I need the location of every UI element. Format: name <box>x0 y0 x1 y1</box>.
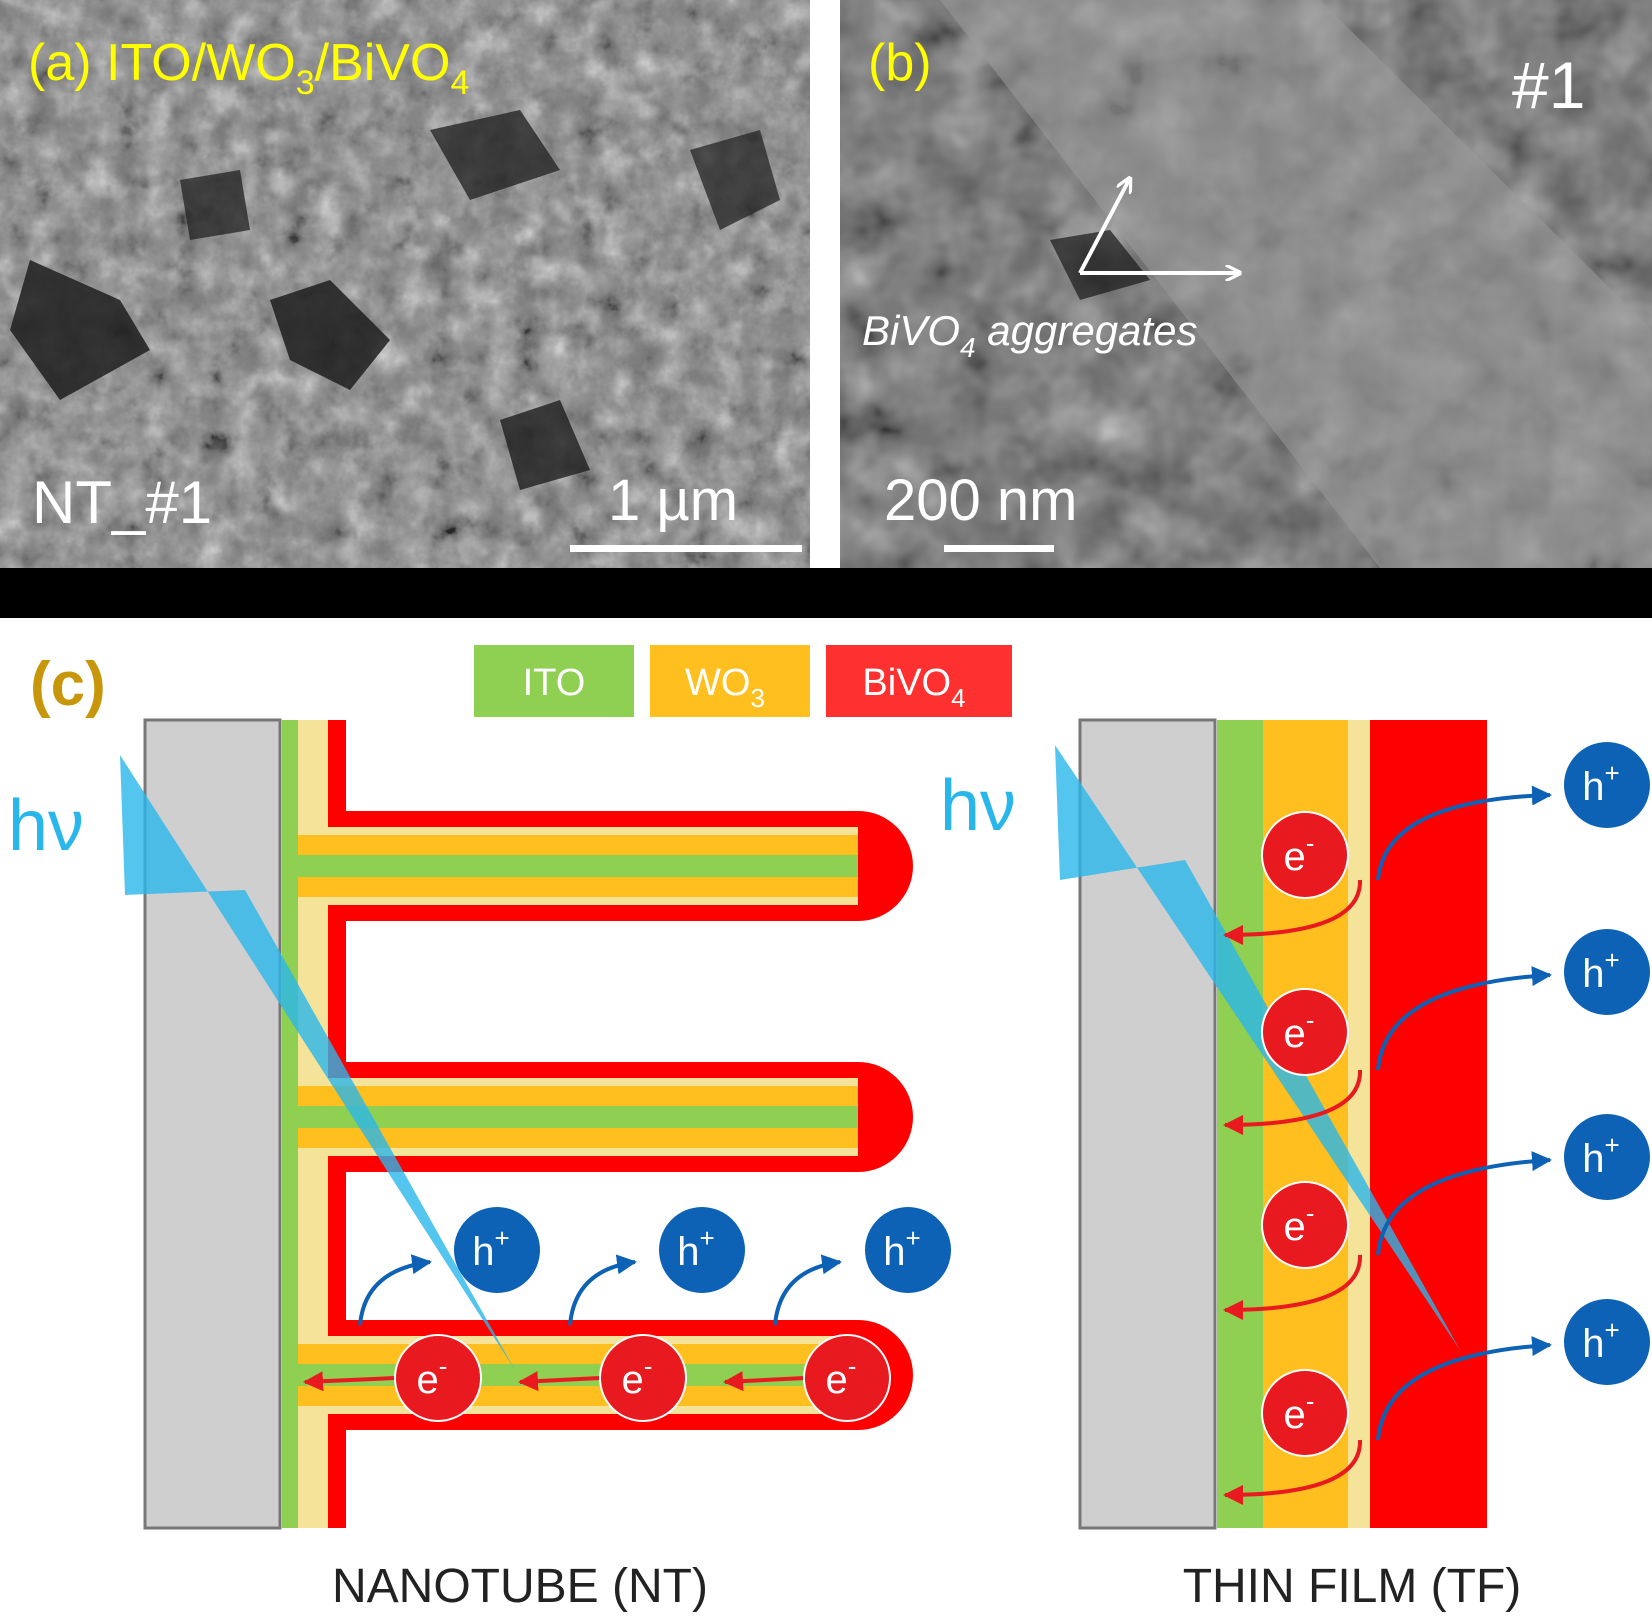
legend-wo3-swatch <box>650 645 810 717</box>
panel-b-title: (b) <box>868 34 932 92</box>
svg-text:e-: e- <box>1284 828 1315 879</box>
svg-text:e-: e- <box>1284 1386 1315 1437</box>
svg-text:h+: h+ <box>1582 758 1619 809</box>
nt-caption: NANOTUBE (NT) <box>332 1560 708 1613</box>
panel-b-annotation: BiVO4 aggregates <box>862 307 1197 363</box>
nt-light-beam <box>120 755 515 1370</box>
panel-a-scale-bar <box>570 545 802 552</box>
annotation-arrow-up <box>1078 178 1130 274</box>
svg-text:h+: h+ <box>472 1223 509 1274</box>
panel-divider <box>810 0 840 568</box>
nt-electron-3: e- <box>803 1334 891 1422</box>
tf-hole-2: h+ <box>1564 929 1650 1015</box>
panel-a-title: (a) ITO/WO3/BiVO4 <box>28 34 469 102</box>
sem-image-a <box>0 0 810 568</box>
panel-a-sample-label: NT_#1 <box>32 469 212 536</box>
nt-electron-2: e- <box>599 1334 687 1422</box>
legend: ITO WO3 BiVO4 <box>474 645 1012 717</box>
panel-b-sample-label: #1 <box>1512 48 1585 122</box>
black-band <box>0 568 1652 618</box>
nt-ito-layer <box>282 720 298 1528</box>
tf-caption: THIN FILM (TF) <box>1183 1560 1522 1613</box>
tf-electron-1: e- <box>1261 811 1349 899</box>
panel-b-scale-label: 200 nm <box>884 468 1077 533</box>
svg-text:h+: h+ <box>883 1223 920 1274</box>
tf-electron-4: e- <box>1261 1369 1349 1457</box>
tf-hole-4: h+ <box>1564 1299 1650 1385</box>
nt-hv-label: hν <box>8 786 84 866</box>
tf-light-beam <box>1055 745 1460 1350</box>
panel-c: (c) ITO WO3 BiVO4 <box>8 645 1650 1613</box>
panel-c-label: (c) <box>30 650 106 719</box>
panel-b-scale-bar <box>944 545 1054 552</box>
legend-bivo4-label: BiVO4 <box>862 662 965 713</box>
svg-text:e-: e- <box>1284 1005 1315 1056</box>
nt-hole-3: h+ <box>865 1207 951 1293</box>
panel-a-scale-label: 1 µm <box>608 468 738 533</box>
thin-film-diagram: hν e- e- e- <box>940 718 1650 1613</box>
legend-wo3-label: WO3 <box>685 662 765 713</box>
svg-text:e-: e- <box>622 1351 653 1402</box>
panel-a: (a) ITO/WO3/BiVO4 NT_#1 1 µm <box>0 0 810 568</box>
tf-hole-1: h+ <box>1564 742 1650 828</box>
tf-bivo4-layer <box>1370 720 1487 1528</box>
nt-electron-1: e- <box>394 1334 482 1422</box>
legend-ito-swatch <box>474 645 634 717</box>
svg-text:h+: h+ <box>677 1223 714 1274</box>
legend-ito-label: ITO <box>523 662 586 704</box>
svg-text:e-: e- <box>826 1351 857 1402</box>
svg-text:h+: h+ <box>1582 1130 1619 1181</box>
tf-hv-label: hν <box>940 766 1016 846</box>
nanotube-1 <box>298 811 913 921</box>
tf-interface-layer <box>1348 720 1370 1528</box>
panel-b: (b) #1 BiVO4 aggregates 200 nm <box>840 0 1652 568</box>
nanotube-2 <box>298 1062 913 1172</box>
tf-electron-3: e- <box>1261 1181 1349 1269</box>
nanotube-diagram: hν e- e- e- <box>8 718 951 1613</box>
tf-electron-2: e- <box>1261 988 1349 1076</box>
tf-hole-3: h+ <box>1564 1114 1650 1200</box>
svg-text:e-: e- <box>417 1351 448 1402</box>
svg-text:h+: h+ <box>1582 945 1619 996</box>
legend-bivo4-swatch <box>826 645 1012 717</box>
svg-text:h+: h+ <box>1582 1315 1619 1366</box>
nt-hole-1: h+ <box>454 1207 540 1293</box>
svg-text:e-: e- <box>1284 1198 1315 1249</box>
nt-hole-2: h+ <box>659 1207 745 1293</box>
